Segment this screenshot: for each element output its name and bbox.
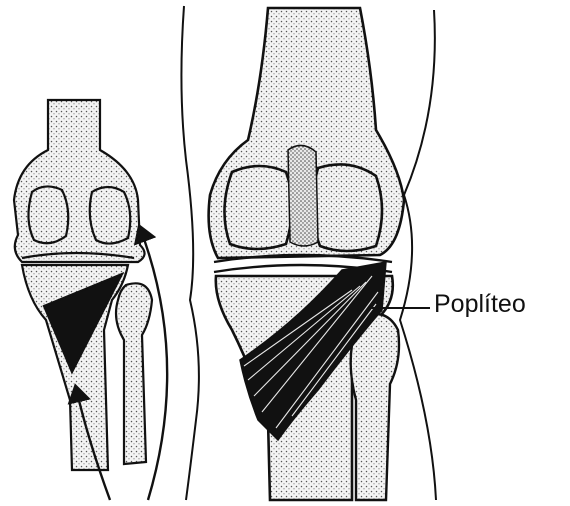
small-fibula (116, 283, 152, 464)
large-femur-condyle-left (224, 166, 292, 249)
small-femur-condyle-left (28, 186, 68, 243)
large-fibula (351, 314, 399, 500)
popliteus-label: Poplíteo (434, 292, 526, 317)
intercondylar-notch (288, 145, 318, 246)
leg-outline-right (400, 10, 436, 500)
leg-outline-left (181, 6, 198, 500)
large-femur (209, 8, 404, 258)
large-femur-condyle-right (312, 164, 382, 251)
small-femur-condyle-right (90, 187, 131, 244)
